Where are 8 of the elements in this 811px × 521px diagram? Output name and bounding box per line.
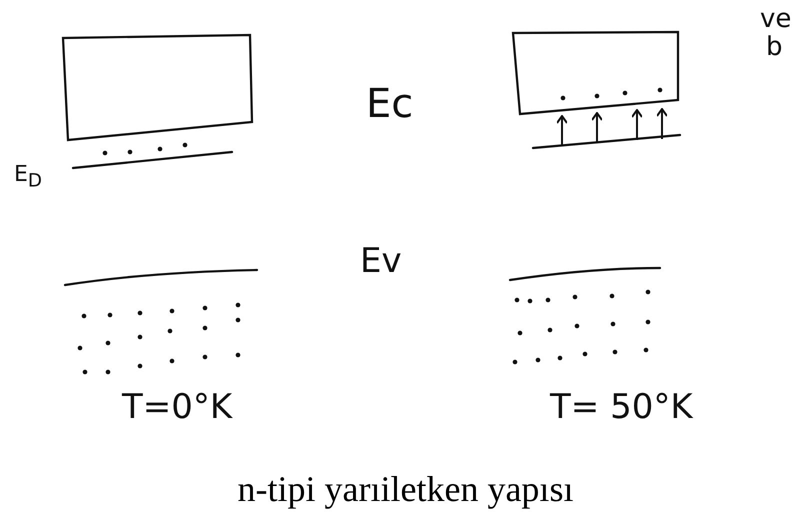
handwritten-note: b xyxy=(766,34,783,60)
temperature-label: T= 50°K xyxy=(550,390,693,424)
caption: n-tipi yarıiletken yapısı xyxy=(236,468,574,510)
energy-level-label: E$_{D}$ xyxy=(14,164,42,191)
energy-level-label: Ec xyxy=(366,84,414,124)
energy-level-label: Ev xyxy=(360,244,402,278)
handwritten-note: ve xyxy=(760,6,792,32)
temperature-label: T=0°K xyxy=(122,390,232,424)
